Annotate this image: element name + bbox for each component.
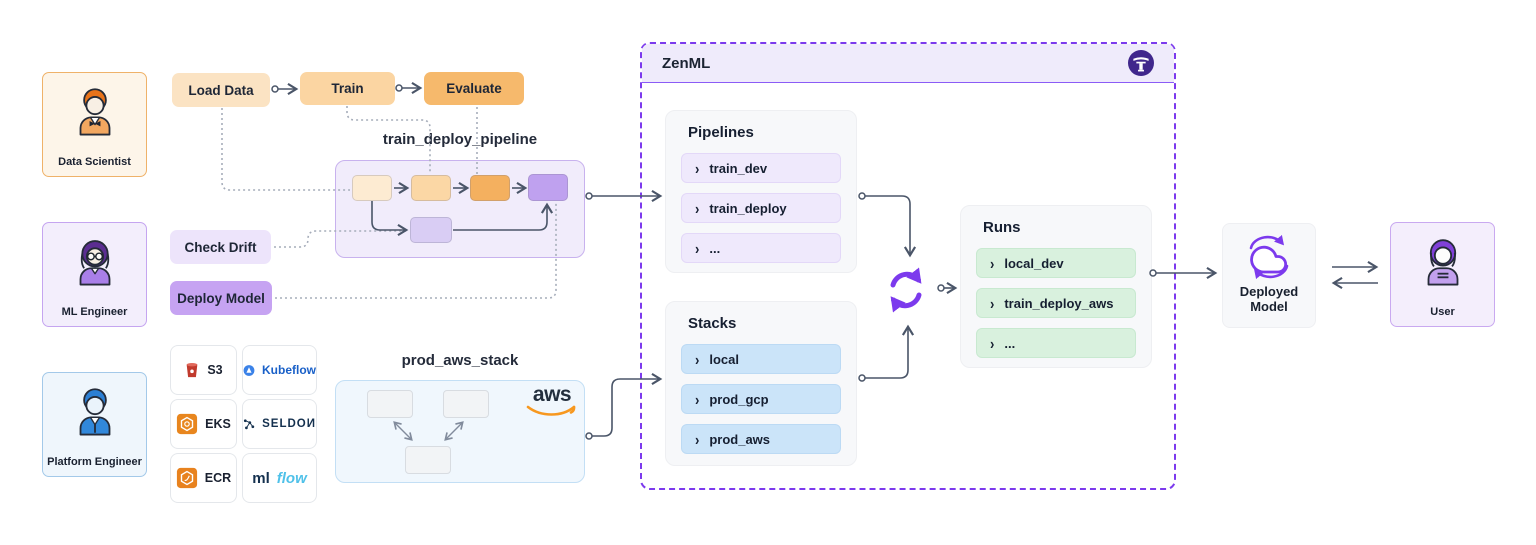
tool-label: SELDOИ bbox=[262, 418, 316, 430]
tool-label: Kubeflow bbox=[262, 363, 316, 377]
aws-logo: aws bbox=[524, 383, 580, 423]
runs-panel: Runs › local_dev › train_deploy_aws › ..… bbox=[960, 205, 1152, 368]
deployed-model-card: Deployed Model bbox=[1222, 223, 1316, 328]
persona-label: Platform Engineer bbox=[47, 456, 142, 468]
pipeline-node-evaluate bbox=[470, 175, 510, 201]
run-row-train-deploy-aws: › train_deploy_aws bbox=[976, 288, 1136, 318]
step-evaluate: Evaluate bbox=[424, 72, 524, 105]
stack-component-box bbox=[367, 390, 413, 418]
row-label: ... bbox=[1004, 335, 1016, 351]
aws-stack-title: prod_aws_stack bbox=[401, 352, 519, 369]
persona-card-ml-engineer: ML Engineer bbox=[42, 222, 147, 327]
kubeflow-icon bbox=[243, 364, 255, 376]
tool-card-kubeflow: Kubeflow bbox=[242, 345, 317, 395]
aws-smile-icon bbox=[526, 405, 576, 416]
aws-logo-text: aws bbox=[532, 383, 572, 406]
step-check-drift: Check Drift bbox=[170, 230, 271, 264]
step-deploy-model: Deploy Model bbox=[170, 281, 272, 315]
pipeline-node-drift bbox=[410, 217, 452, 243]
chevron-right-icon: › bbox=[695, 159, 700, 177]
pipelines-panel: Pipelines › train_dev › train_deploy › .… bbox=[665, 110, 857, 273]
stack-row-prod-aws: › prod_aws bbox=[681, 424, 841, 454]
data-scientist-avatar-icon bbox=[79, 88, 110, 136]
platform-engineer-avatar-icon bbox=[79, 388, 110, 436]
pipeline-node-load bbox=[352, 175, 392, 201]
pipeline-row-train-dev: › train_dev bbox=[681, 153, 841, 183]
stack-row-local: › local bbox=[681, 344, 841, 374]
pipeline-title: train_deploy_pipeline bbox=[382, 131, 538, 148]
tool-card-seldon: SELDOИ bbox=[242, 399, 317, 449]
stack-component-box bbox=[405, 446, 451, 474]
row-label: ... bbox=[709, 240, 721, 256]
seldon-icon bbox=[243, 418, 255, 429]
tool-card-eks: EKS bbox=[170, 399, 237, 449]
persona-label: ML Engineer bbox=[61, 306, 128, 318]
persona-card-data-scientist: Data Scientist bbox=[42, 72, 147, 177]
ecr-icon bbox=[176, 467, 197, 489]
run-row-more: › ... bbox=[976, 328, 1136, 358]
persona-label: Data Scientist bbox=[58, 156, 131, 168]
row-label: prod_aws bbox=[709, 431, 771, 447]
zenml-logo-icon bbox=[1128, 50, 1154, 76]
stacks-panel-title: Stacks bbox=[688, 315, 737, 332]
persona-card-user: User bbox=[1390, 222, 1495, 327]
tool-label: ECR bbox=[204, 471, 232, 485]
chevron-right-icon: › bbox=[990, 254, 995, 272]
stack-row-prod-gcp: › prod_gcp bbox=[681, 384, 841, 414]
row-label: train_deploy_aws bbox=[1004, 295, 1114, 311]
ml-engineer-avatar-icon bbox=[79, 240, 110, 286]
tool-label: S3 bbox=[207, 363, 223, 377]
zenml-header: ZenML bbox=[642, 44, 1174, 83]
row-label: local_dev bbox=[1004, 255, 1064, 271]
tool-label: EKS bbox=[205, 417, 231, 431]
persona-label: User bbox=[1430, 306, 1455, 318]
pipeline-node-deploy bbox=[528, 174, 568, 201]
chevron-right-icon: › bbox=[695, 430, 700, 448]
eks-icon bbox=[177, 413, 198, 435]
pipeline-node-train bbox=[411, 175, 451, 201]
run-row-local-dev: › local_dev bbox=[976, 248, 1136, 278]
deployed-model-icon bbox=[1249, 234, 1289, 280]
tool-card-ecr: ECR bbox=[170, 453, 237, 503]
tool-label-flow: flow bbox=[276, 469, 307, 487]
step-train: Train bbox=[300, 72, 395, 105]
pipelines-panel-title: Pipelines bbox=[688, 124, 754, 141]
row-label: train_dev bbox=[709, 160, 768, 176]
pipeline-row-more: › ... bbox=[681, 233, 841, 263]
zenml-title: ZenML bbox=[662, 54, 711, 72]
chevron-right-icon: › bbox=[990, 334, 995, 352]
row-label: local bbox=[709, 351, 739, 367]
runs-panel-title: Runs bbox=[983, 219, 1021, 236]
chevron-right-icon: › bbox=[990, 294, 995, 312]
chevron-right-icon: › bbox=[695, 199, 700, 217]
stacks-panel: Stacks › local › prod_gcp › prod_aws bbox=[665, 301, 857, 466]
persona-card-platform-engineer: Platform Engineer bbox=[42, 372, 147, 477]
zenml-container: ZenML Pipelines › train_dev › train_depl… bbox=[640, 42, 1176, 490]
tool-card-s3: S3 bbox=[170, 345, 237, 395]
deployed-model-label: Deployed Model bbox=[1239, 284, 1299, 314]
chevron-right-icon: › bbox=[695, 350, 700, 368]
step-load-data: Load Data bbox=[172, 73, 270, 107]
stack-component-box bbox=[443, 390, 489, 418]
chevron-right-icon: › bbox=[695, 239, 700, 257]
user-avatar-icon bbox=[1427, 239, 1458, 286]
s3-icon bbox=[187, 362, 198, 378]
row-label: prod_gcp bbox=[709, 391, 769, 407]
sync-icon bbox=[890, 267, 922, 313]
tool-label-ml: ml bbox=[252, 469, 270, 487]
row-label: train_deploy bbox=[709, 200, 787, 216]
pipeline-row-train-deploy: › train_deploy bbox=[681, 193, 841, 223]
chevron-right-icon: › bbox=[695, 390, 700, 408]
